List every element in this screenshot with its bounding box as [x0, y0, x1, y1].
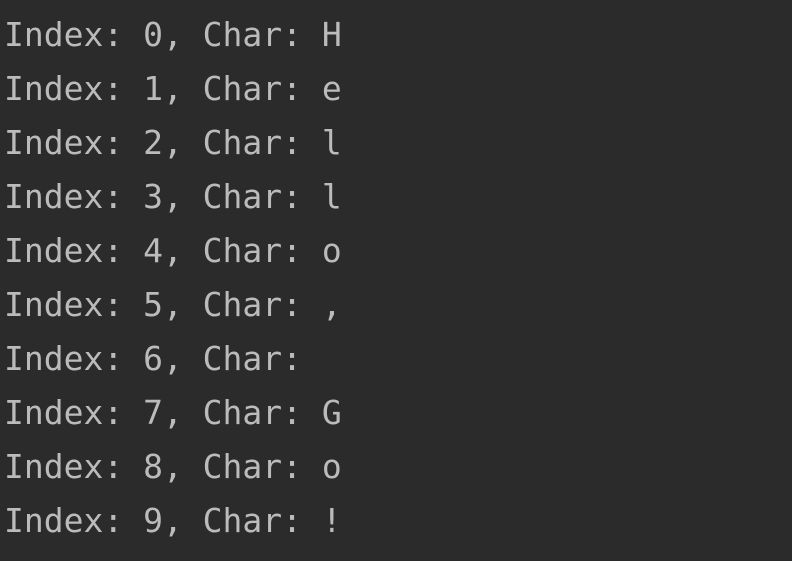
- console-line: Index: 8, Char: o: [4, 447, 342, 486]
- console-line: Index: 7, Char: G: [4, 393, 342, 432]
- console-line: Index: 3, Char: l: [4, 177, 342, 216]
- console-line: Index: 1, Char: e: [4, 69, 342, 108]
- console-line: Index: 4, Char: o: [4, 231, 342, 270]
- console-line: Index: 0, Char: H: [4, 15, 342, 54]
- console-line: Index: 6, Char:: [4, 339, 342, 378]
- console-line: Index: 2, Char: l: [4, 123, 342, 162]
- console-line: Index: 5, Char: ,: [4, 285, 342, 324]
- console-line: Index: 9, Char: !: [4, 501, 342, 540]
